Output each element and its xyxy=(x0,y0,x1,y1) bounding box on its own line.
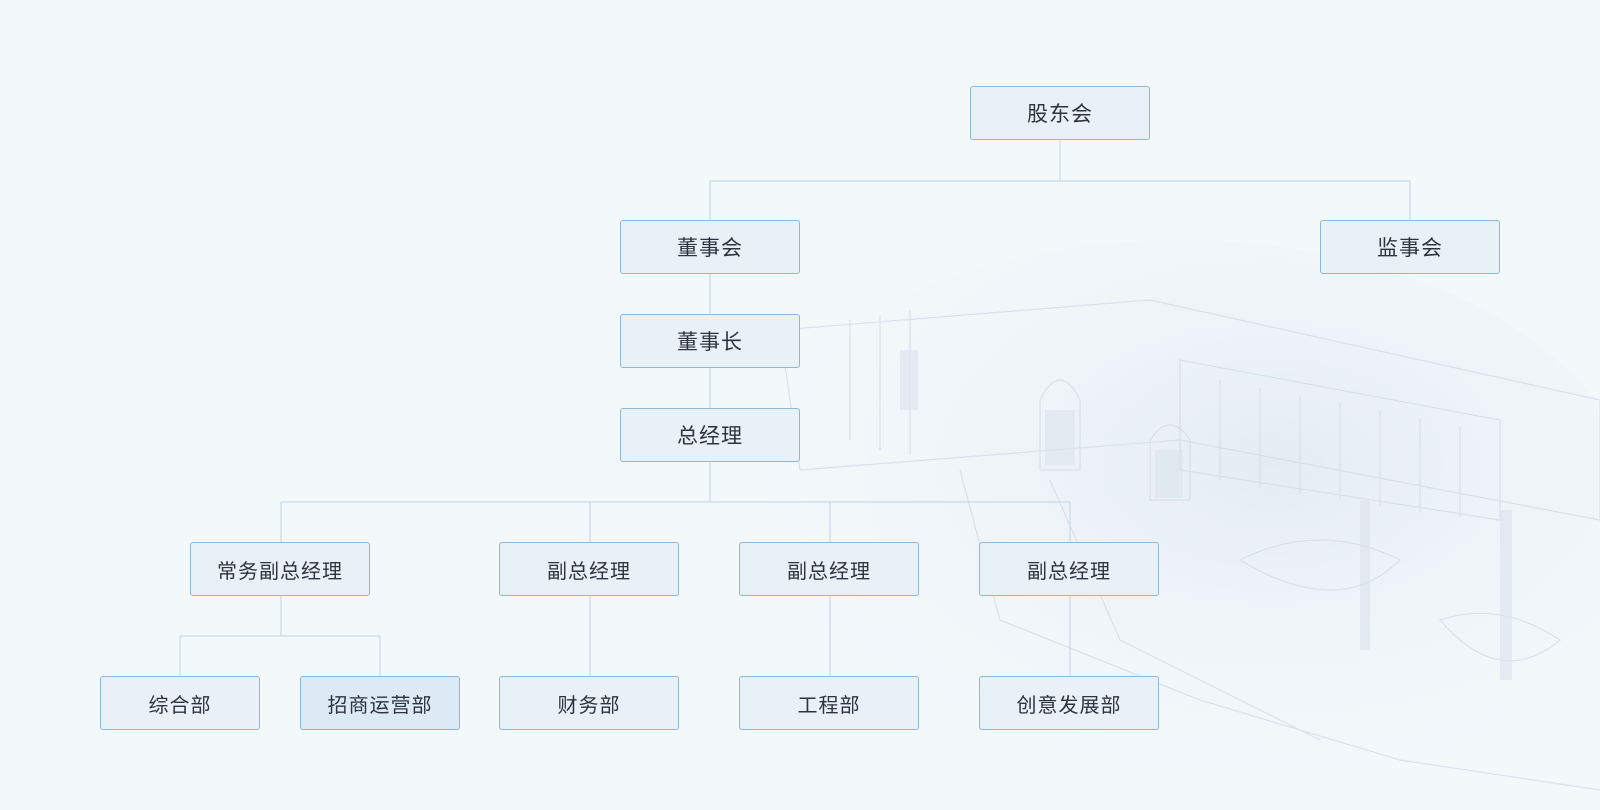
node-vice-general-manager-1[interactable]: 副总经理 xyxy=(499,542,679,596)
node-label: 副总经理 xyxy=(787,558,871,583)
node-label: 招商运营部 xyxy=(327,692,433,717)
node-board-of-supervisors[interactable]: 监事会 xyxy=(1320,220,1500,274)
node-chairman[interactable]: 董事长 xyxy=(620,314,800,368)
node-label: 常务副总经理 xyxy=(217,558,343,583)
node-finance-dept[interactable]: 财务部 xyxy=(499,676,679,730)
node-shareholders[interactable]: 股东会 xyxy=(970,86,1150,140)
node-label: 总经理 xyxy=(677,424,743,448)
node-label: 董事会 xyxy=(677,236,743,260)
node-creative-development-dept[interactable]: 创意发展部 xyxy=(979,676,1159,730)
node-general-manager[interactable]: 总经理 xyxy=(620,408,800,462)
node-vice-general-manager-2[interactable]: 副总经理 xyxy=(739,542,919,596)
node-engineering-dept[interactable]: 工程部 xyxy=(739,676,919,730)
node-board-of-directors[interactable]: 董事会 xyxy=(620,220,800,274)
node-general-affairs-dept[interactable]: 综合部 xyxy=(100,676,260,730)
node-executive-vice-general-manager[interactable]: 常务副总经理 xyxy=(190,542,370,596)
node-label: 副总经理 xyxy=(1027,558,1111,583)
node-label: 创意发展部 xyxy=(1016,692,1122,717)
node-label: 综合部 xyxy=(148,692,212,717)
node-label: 董事长 xyxy=(677,330,743,354)
node-label: 财务部 xyxy=(557,692,621,717)
node-label: 工程部 xyxy=(797,692,861,717)
node-label: 监事会 xyxy=(1377,236,1443,260)
node-label: 副总经理 xyxy=(547,558,631,583)
node-investment-operations-dept[interactable]: 招商运营部 xyxy=(300,676,460,730)
node-vice-general-manager-3[interactable]: 副总经理 xyxy=(979,542,1159,596)
node-label: 股东会 xyxy=(1027,102,1093,126)
